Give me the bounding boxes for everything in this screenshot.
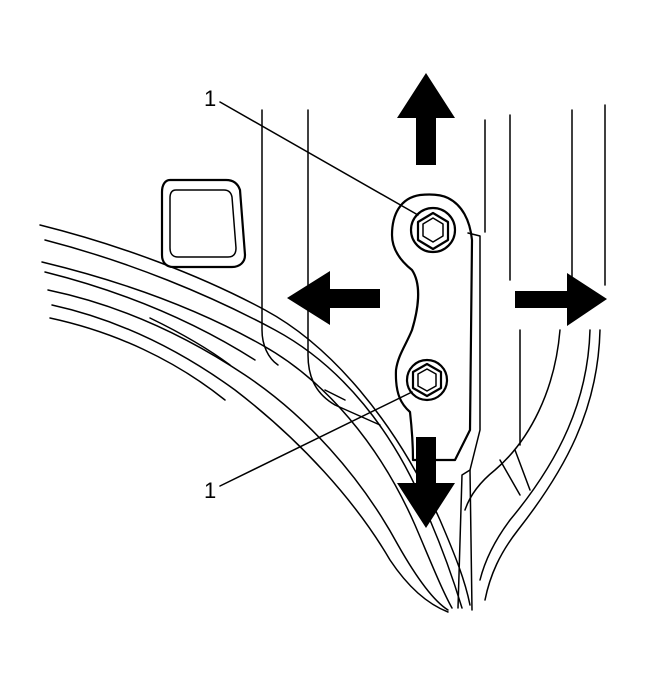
callout-leader-lower: [219, 391, 413, 487]
bracket-bolt-upper: [409, 206, 457, 254]
access-plug: [160, 178, 247, 269]
arrow-down-icon: [397, 437, 455, 528]
bracket-bolt-lower: [405, 358, 449, 402]
arrow-up-icon: [397, 73, 455, 165]
body-panel-curves: [39, 224, 471, 613]
arrow-right-icon: [515, 273, 607, 326]
arrow-left-icon: [287, 271, 380, 325]
callout-leader-upper: [219, 101, 419, 216]
pillar-panel-lines: [261, 104, 606, 601]
callout-label-upper: 1: [204, 86, 216, 111]
callout-label-lower: 1: [204, 478, 216, 503]
mounting-bracket: [390, 193, 481, 611]
